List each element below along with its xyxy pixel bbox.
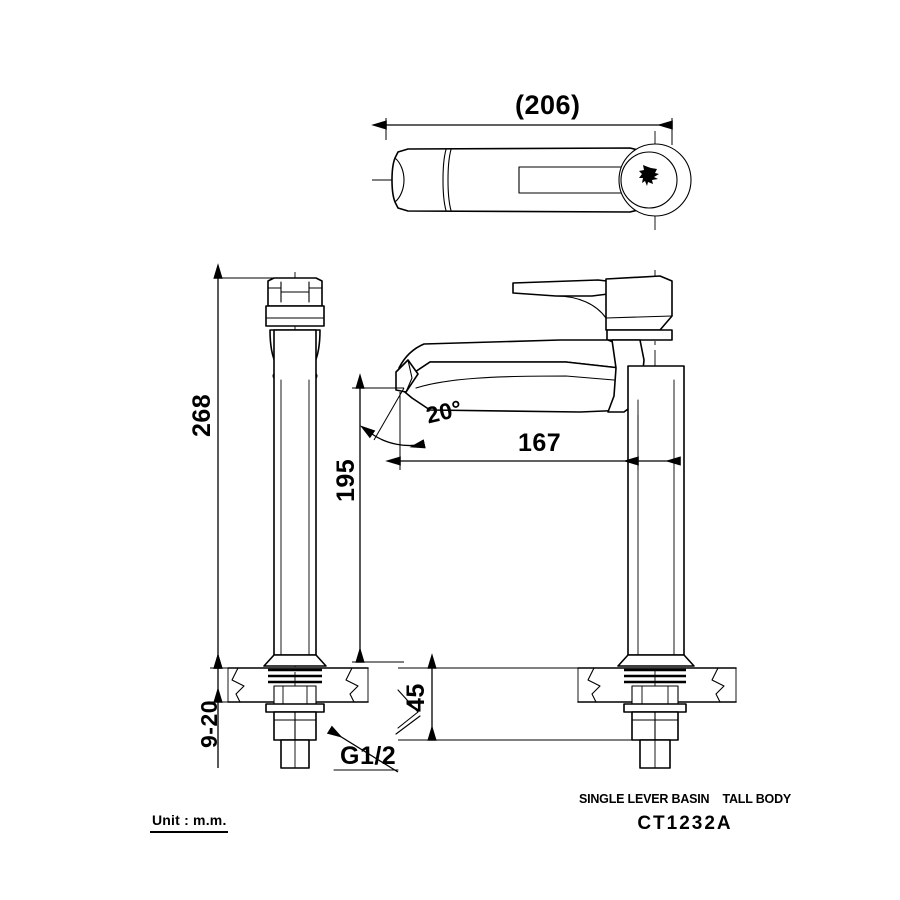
titleblock: SINGLE LEVER BASIN TALL BODY CT1232A — [560, 792, 810, 835]
front-shank-body — [631, 685, 679, 705]
front-washer-plate — [623, 703, 687, 713]
side-column-body — [273, 329, 317, 656]
front-deck-ends — [577, 667, 737, 703]
front-spout-aerator-edge — [405, 359, 413, 393]
view-top-lever-handle — [371, 118, 692, 230]
front-handle-cap-ring — [606, 329, 673, 341]
unit-note: Unit : m.m. — [152, 812, 227, 828]
side-handle-collar — [265, 305, 325, 327]
dim-45-min-chevron — [397, 689, 419, 729]
lever-handle-outline — [391, 147, 655, 213]
dim-label-195: 195 — [332, 458, 360, 502]
side-deck-break-right — [345, 667, 359, 703]
side-shank-threads — [268, 668, 322, 684]
dim-label-9-20: 9-20 — [196, 699, 222, 748]
unit-note-underline — [150, 831, 228, 833]
front-handle-block — [605, 275, 673, 331]
dim-label-45: 45 — [402, 683, 430, 712]
side-deck-break-left — [231, 667, 245, 703]
front-deck-break-left — [587, 667, 601, 703]
lever-handle-left-cap-edge — [394, 157, 405, 203]
front-deck-break-right — [711, 667, 725, 703]
side-shank-body — [273, 685, 317, 705]
front-spout-aerator — [395, 359, 419, 393]
g12-leader-line — [326, 725, 399, 773]
dim-label-268: 268 — [188, 393, 216, 437]
front-column-body — [627, 365, 685, 656]
front-column-base-flare — [617, 654, 695, 667]
dim-label-206: (206) — [515, 90, 581, 120]
front-shank-threads — [624, 668, 686, 684]
side-washer-plate — [265, 703, 325, 713]
lever-handle-seam-a — [442, 148, 447, 212]
lever-handle-seam-b — [447, 148, 452, 212]
side-deck-ends — [227, 667, 369, 703]
cartridge-outer-circle — [618, 143, 692, 217]
view-front-elevation — [352, 270, 737, 769]
side-shank-inner-lines — [282, 685, 308, 705]
dim-label-g1-2: G1/2 — [340, 742, 397, 770]
titleblock-description: SINGLE LEVER BASIN TALL BODY — [578, 792, 792, 806]
dim-45-min-underbar — [395, 715, 421, 735]
dim-20deg-arc — [359, 425, 426, 449]
cartridge-screw-mark — [639, 165, 659, 186]
side-column-base-flare — [263, 654, 327, 667]
view-side-elevation — [210, 263, 399, 773]
dim-label-167: 167 — [518, 429, 562, 457]
titleblock-model-code: CT1232A — [637, 813, 733, 834]
front-lever-arm-underside — [555, 295, 607, 319]
cartridge-inner-circle — [620, 151, 678, 209]
front-shank-inner-lines — [641, 685, 669, 705]
front-handle-block-ridge — [605, 315, 673, 319]
front-spout-inner-edge — [415, 375, 615, 389]
